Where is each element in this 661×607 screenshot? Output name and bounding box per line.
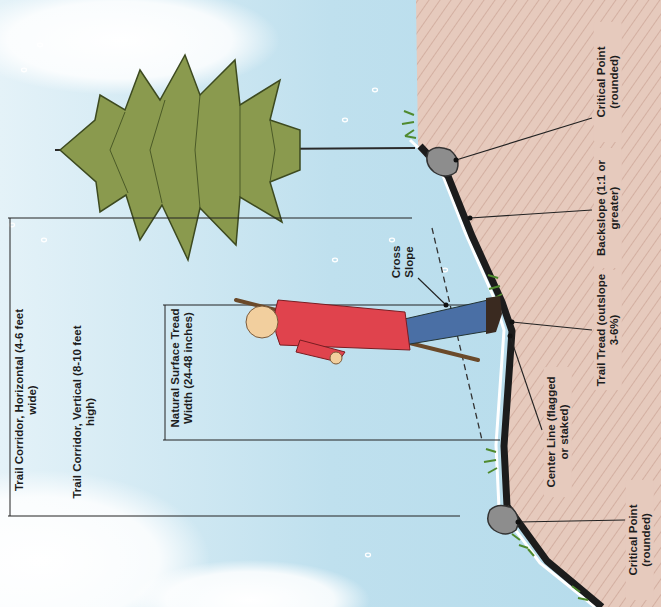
rock-critical-point — [427, 147, 458, 176]
callout-label: Backslope (1:1 or greater) — [594, 148, 622, 268]
shirt — [274, 300, 410, 350]
hand — [330, 352, 342, 364]
head — [246, 306, 278, 338]
cloud — [130, 560, 370, 607]
tree-crown — [60, 55, 300, 260]
dimension-label: Cross Slope — [389, 237, 417, 287]
dimension-label: Trail Corridor, Horizontal (4-6 feet wid… — [12, 300, 40, 500]
leaf-veins — [110, 95, 275, 208]
dimension-lines — [8, 218, 500, 516]
rock-critical-point — [488, 505, 519, 534]
callout-label: Critical Point (rounded) — [626, 480, 654, 600]
callout-label: Center Line (flagged or staked) — [544, 367, 572, 497]
dimension-label: Trail Corridor, Vertical (8-10 feet high… — [70, 312, 98, 512]
hiker — [236, 296, 502, 364]
grass — [402, 111, 588, 600]
leader-dots — [444, 158, 521, 525]
boots — [486, 296, 502, 334]
dimension-label: Natural Surface Tread Width (24-48 inche… — [168, 303, 196, 433]
trail-tread-surface — [420, 146, 602, 607]
rain-drops — [10, 43, 448, 557]
callout-label: Critical Point (rounded) — [594, 22, 622, 142]
leader-lines — [418, 118, 625, 522]
jeans — [400, 300, 496, 345]
soil-edge — [410, 140, 595, 607]
callout-label: Trail Tread (outslope 3-6%) — [594, 270, 622, 390]
